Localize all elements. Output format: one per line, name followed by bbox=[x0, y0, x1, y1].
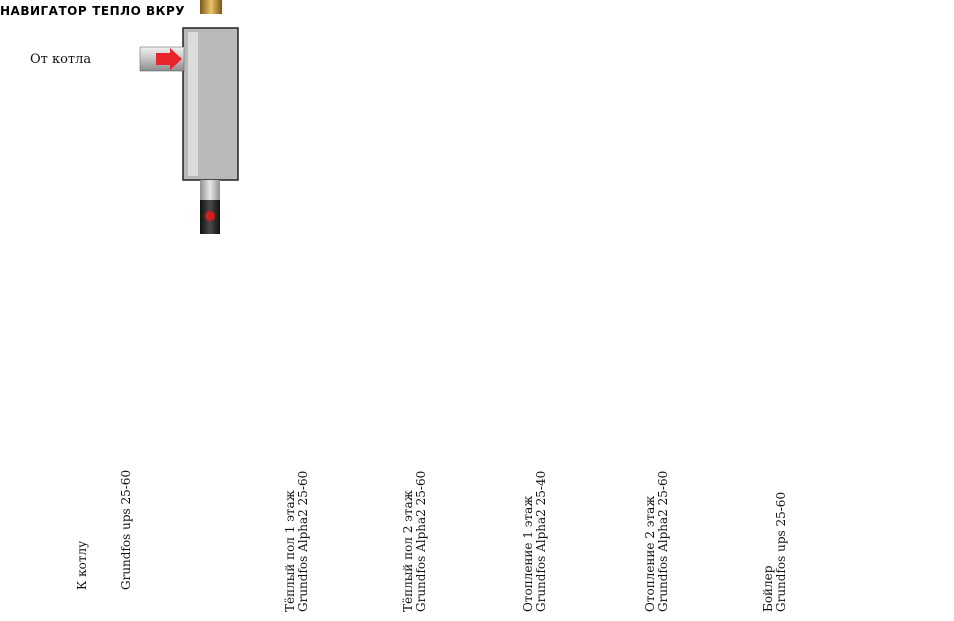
circuit-label-2: Тёплый пол 2 этаж Grundfos Alpha2 25-60 bbox=[401, 470, 428, 612]
hydraulic-separator bbox=[182, 0, 239, 234]
to-boiler-text: К котлу bbox=[75, 540, 89, 590]
from-boiler-label: От котла bbox=[30, 52, 92, 67]
brand-navigator-text: НАВИГАТОР bbox=[0, 4, 88, 18]
supply-inlet-pipe bbox=[139, 46, 185, 72]
brand-teplo-text: ТЕПЛО ВКРУ bbox=[92, 4, 186, 18]
to-boiler-label: К котлу bbox=[75, 540, 89, 590]
circuit-label-5: Бойлер Grundfos ups 25-60 bbox=[761, 491, 788, 612]
circuit-label-3: Отопление 1 этаж Grundfos Alpha2 25-40 bbox=[521, 470, 548, 612]
circuit-1-pump: Grundfos Alpha2 25-60 bbox=[296, 470, 310, 612]
circuit-5-pump: Grundfos ups 25-60 bbox=[774, 491, 788, 612]
circuit-4-pump: Grundfos Alpha2 25-60 bbox=[656, 470, 670, 612]
boiler-pump-text: Grundfos ups 25-60 bbox=[119, 469, 133, 590]
circuit-label-1: Тёплый пол 1 этаж Grundfos Alpha2 25-60 bbox=[283, 470, 310, 612]
supply-manifold: НАВИГАТОР ТЕПЛО ВКРУ bbox=[0, 0, 185, 19]
boiler-pump-label: Grundfos ups 25-60 bbox=[119, 469, 133, 590]
circuit-label-4: Отопление 2 этаж Grundfos Alpha2 25-60 bbox=[643, 470, 670, 612]
circuit-2-pump: Grundfos Alpha2 25-60 bbox=[414, 470, 428, 612]
supply-arrow-icon bbox=[156, 48, 182, 70]
circuit-3-pump: Grundfos Alpha2 25-40 bbox=[534, 470, 548, 612]
